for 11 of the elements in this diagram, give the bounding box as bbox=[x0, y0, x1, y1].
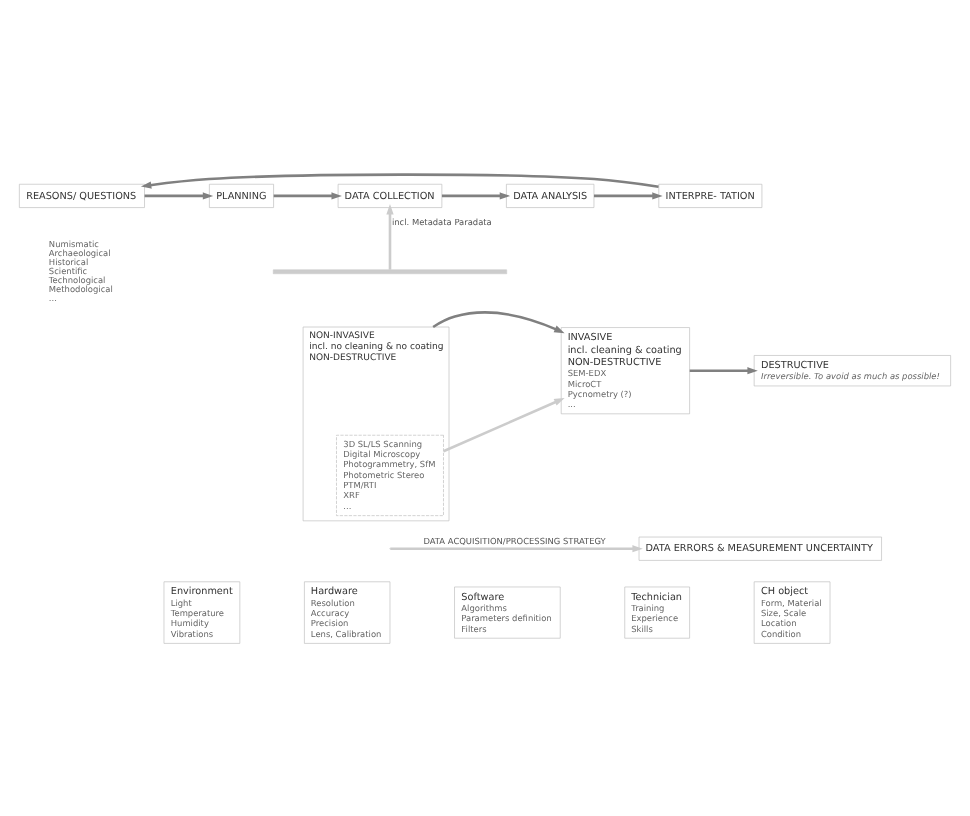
arrow bbox=[594, 191, 663, 199]
arrow bbox=[442, 397, 565, 452]
arrow bbox=[140, 172, 659, 188]
arrow bbox=[390, 544, 643, 552]
node-bar bbox=[272, 268, 508, 274]
arrow bbox=[386, 203, 394, 269]
arrow bbox=[689, 366, 758, 374]
arrow bbox=[144, 191, 214, 199]
arrow bbox=[432, 310, 565, 333]
arrow bbox=[273, 191, 342, 199]
arrow bbox=[441, 191, 511, 199]
